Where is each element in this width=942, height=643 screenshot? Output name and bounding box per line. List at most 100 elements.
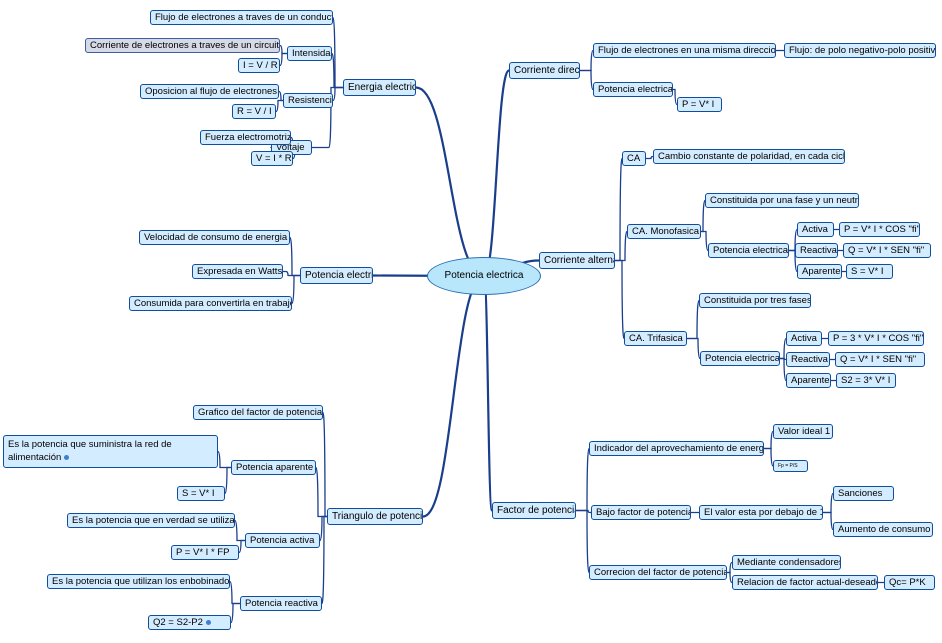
node-r-formula[interactable]: R = V / I bbox=[232, 104, 276, 119]
node-tri-reactiva-f[interactable]: Q = V* I * SEN "fi" bbox=[835, 352, 925, 367]
node-aumento[interactable]: Aumento de consumo bbox=[833, 522, 933, 537]
node-flujo-conductor[interactable]: Flujo de electrones a traves de un condu… bbox=[150, 10, 333, 25]
node-expresada[interactable]: Expresada en Watts bbox=[192, 264, 283, 279]
child-line-q2 bbox=[230, 602, 241, 624]
node-mono[interactable]: CA. Monofasica bbox=[627, 224, 701, 239]
node-ca[interactable]: CA bbox=[622, 151, 646, 166]
node-label: Reactiva bbox=[791, 354, 828, 365]
node-tri-activa-f[interactable]: P = 3 * V* I * COS "fi" bbox=[828, 331, 924, 346]
node-label: Indicador del aprovechamiento de energia bbox=[594, 443, 764, 454]
central-topic[interactable]: Potencia electrica bbox=[427, 257, 541, 295]
child-line-cambio bbox=[645, 155, 654, 160]
node-mono-aparente-f[interactable]: S = V* I bbox=[846, 264, 893, 279]
node-tri[interactable]: CA. Trifasica bbox=[624, 331, 687, 346]
node-mono-activa[interactable]: Activa bbox=[797, 222, 834, 237]
node-tri-aparente[interactable]: Aparente bbox=[786, 373, 831, 388]
expand-dot-icon[interactable] bbox=[64, 454, 70, 460]
node-label: S2 = 3* V* I bbox=[841, 375, 891, 386]
node-fp[interactable]: Factor de potencia bbox=[492, 502, 576, 519]
node-pot-left[interactable]: Potencia electrica bbox=[300, 267, 373, 284]
child-line-correcion bbox=[575, 509, 590, 574]
node-label: Resistencia bbox=[288, 95, 333, 106]
node-label: Q = V* I * SEN "fi" bbox=[848, 245, 925, 256]
node-qc[interactable]: Qc= P*K bbox=[884, 575, 935, 590]
node-label: Corriente de electrones a traves de un c… bbox=[90, 40, 280, 51]
node-label: Oposicion al flujo de electrones bbox=[145, 86, 278, 97]
child-line-relacion bbox=[726, 571, 733, 584]
node-corriente-circuito[interactable]: Corriente de electrones a traves de un c… bbox=[85, 38, 280, 53]
node-mono-reactiva[interactable]: Reactiva bbox=[795, 243, 838, 258]
child-line-reactiva bbox=[321, 515, 328, 605]
node-triangulo[interactable]: Triangulo de potencia bbox=[327, 508, 423, 525]
node-indicador[interactable]: Indicador del aprovechamiento de energia bbox=[589, 441, 764, 456]
node-reactiva-desc[interactable]: Es la potencia que utilizan los enbobina… bbox=[47, 574, 230, 589]
child-line-consumida bbox=[291, 274, 301, 305]
node-mono-aparente[interactable]: Aparente bbox=[797, 264, 842, 279]
node-tri-activa[interactable]: Activa bbox=[786, 331, 822, 346]
child-line-corriente_circuito bbox=[279, 44, 288, 55]
node-label: CA. Monofasica bbox=[632, 226, 700, 237]
node-oposicion[interactable]: Oposicion al flujo de electrones bbox=[140, 84, 279, 99]
expand-dot-icon[interactable] bbox=[205, 619, 211, 625]
node-label: Flujo de electrones en una misma direcci… bbox=[598, 45, 776, 56]
node-cambio[interactable]: Cambio constante de polaridad, en cada c… bbox=[653, 149, 845, 164]
node-intensidad[interactable]: Intensidad bbox=[287, 46, 332, 61]
node-label: Correcion del factor de potencia bbox=[594, 567, 727, 578]
node-tri-reactiva[interactable]: Reactiva bbox=[786, 352, 830, 367]
node-pot-cd[interactable]: Potencia electrica bbox=[593, 82, 673, 97]
node-label: Potencia electrica bbox=[598, 84, 673, 95]
node-label: Potencia activa bbox=[250, 535, 315, 546]
node-aparente-desc[interactable]: Es la potencia que suministra la red de … bbox=[3, 435, 218, 468]
child-line-expresada bbox=[282, 270, 301, 277]
node-aparente[interactable]: Potencia aparente bbox=[231, 460, 316, 475]
node-ca-main[interactable]: Corriente alterna bbox=[539, 252, 615, 269]
node-label: Q2 = S2-P2 bbox=[153, 617, 203, 628]
branch-line-cd bbox=[482, 69, 511, 278]
node-velocidad[interactable]: Velocidad de consumo de energia bbox=[139, 230, 290, 245]
node-label: R = V / I bbox=[237, 106, 272, 117]
node-label: Flujo de electrones a traves de un condu… bbox=[155, 12, 333, 23]
child-line-tri bbox=[614, 259, 625, 340]
node-label: CA bbox=[627, 153, 641, 164]
node-label: Constituida por tres fases bbox=[704, 295, 811, 306]
node-fem[interactable]: Fuerza electromotriz bbox=[200, 130, 291, 145]
node-label: P = V* I * COS "fi" bbox=[844, 224, 920, 235]
node-valor-ideal[interactable]: Valor ideal 1 bbox=[773, 424, 833, 439]
node-activa[interactable]: Potencia activa bbox=[245, 533, 320, 548]
node-bajo[interactable]: Bajo factor de potencia bbox=[591, 505, 691, 520]
node-mono-const[interactable]: Constituida por una fase y un neutro bbox=[705, 193, 859, 208]
node-debajo[interactable]: El valor esta por debajo de 1 bbox=[699, 505, 823, 520]
node-label: Es la potencia que suministra la red de … bbox=[8, 439, 172, 463]
node-flujo-misma[interactable]: Flujo de electrones en una misma direcci… bbox=[593, 43, 776, 58]
node-relacion[interactable]: Relacion de factor actual-deseado bbox=[732, 575, 878, 590]
node-p-fp[interactable]: P = V* I * FP bbox=[171, 545, 239, 560]
node-sanciones[interactable]: Sanciones bbox=[833, 486, 894, 501]
node-condensadores[interactable]: Mediante condensadores bbox=[732, 555, 841, 570]
node-fp-formula[interactable]: Fp = P/S bbox=[773, 460, 808, 472]
node-label: Potencia reactiva bbox=[245, 598, 318, 609]
node-resistencia[interactable]: Resistencia bbox=[283, 93, 333, 108]
node-label: Q = V* I * SEN "fi" bbox=[840, 354, 917, 365]
node-p-cd[interactable]: P = V* I bbox=[677, 97, 722, 112]
node-q2[interactable]: Q2 = S2-P2 bbox=[148, 615, 231, 630]
node-v-formula[interactable]: V = I * R bbox=[251, 151, 293, 166]
node-reactiva[interactable]: Potencia reactiva bbox=[240, 596, 322, 611]
node-tri-pot[interactable]: Potencia electrica bbox=[700, 351, 780, 366]
node-correcion[interactable]: Correcion del factor de potencia bbox=[589, 565, 727, 580]
node-s-formula[interactable]: S = V* I bbox=[177, 486, 225, 501]
node-consumida[interactable]: Consumida para convertirla en trabajo bbox=[129, 296, 292, 311]
node-mono-activa-f[interactable]: P = V* I * COS "fi" bbox=[839, 222, 920, 237]
node-grafico[interactable]: Grafico del factor de potencia bbox=[193, 405, 323, 420]
node-tri-const[interactable]: Constituida por tres fases bbox=[699, 293, 811, 308]
node-cd[interactable]: Corriente directa bbox=[509, 62, 580, 79]
child-line-sanciones bbox=[822, 492, 834, 514]
node-i-formula[interactable]: I = V / R bbox=[238, 58, 280, 73]
node-energia[interactable]: Energia electrica bbox=[343, 79, 416, 96]
node-label: P = V* I bbox=[682, 99, 715, 110]
node-activa-desc[interactable]: Es la potencia que en verdad se utiliza bbox=[67, 513, 235, 528]
node-mono-reactiva-f[interactable]: Q = V* I * SEN "fi" bbox=[843, 243, 931, 258]
node-tri-aparente-f[interactable]: S2 = 3* V* I bbox=[836, 373, 896, 388]
node-mono-pot[interactable]: Potencia electrica bbox=[708, 243, 789, 258]
node-flujo-polo[interactable]: Flujo: de polo negativo-polo positivo bbox=[784, 43, 936, 58]
